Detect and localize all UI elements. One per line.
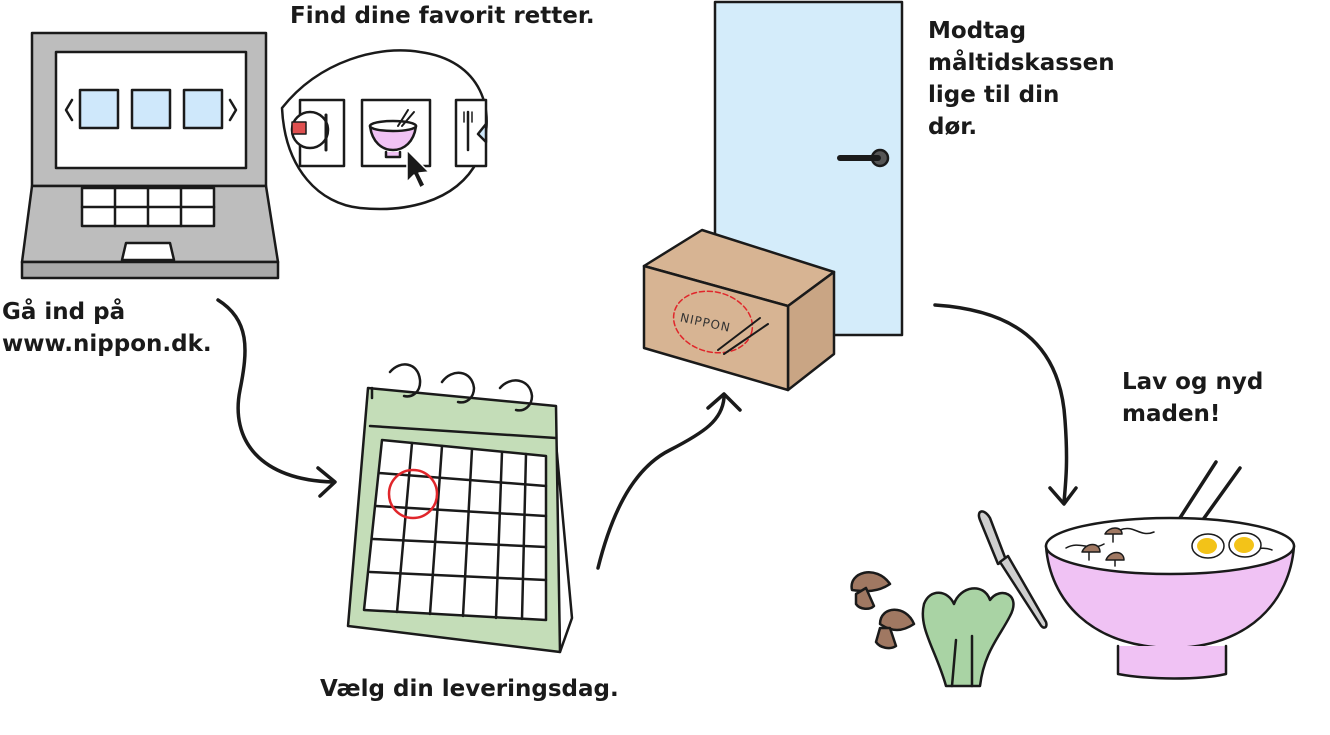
- mushroom-icon-2: [874, 608, 916, 650]
- flow-arrow-3: [933, 303, 1078, 506]
- flow-arrow-2: [596, 392, 742, 570]
- screen-tile-1: [78, 88, 120, 130]
- ramen-bowl-icon: [1044, 460, 1296, 680]
- delivery-box-icon: NIPPON: [642, 228, 836, 392]
- step-visit-site: Gå ind på www.nippon.dk.: [2, 299, 212, 357]
- step-cook-and-enjoy: Lav og nyd maden!: [1122, 369, 1264, 427]
- step-find-dishes: Find dine favorit retter.: [290, 3, 595, 29]
- screen-tile-2: [130, 88, 172, 130]
- step-receive-box: Modtag måltidskassen lige til din dør.: [928, 18, 1115, 140]
- laptop-icon: [20, 31, 280, 280]
- bok-choy-icon: [921, 587, 1015, 688]
- knife-icon: [977, 510, 1048, 629]
- calendar-icon: [346, 363, 574, 654]
- mushroom-icon-1: [850, 571, 892, 610]
- screen-tile-3: [182, 88, 224, 130]
- screen-arrow-right-icon: [228, 98, 238, 122]
- selected-day-mark: [387, 468, 439, 520]
- touchpad-icon: [120, 241, 176, 262]
- step-choose-delivery-day: Vælg din leveringsdag.: [320, 676, 619, 702]
- mouse-cursor-icon: [406, 149, 430, 189]
- menu-zoom-bubble: [280, 49, 488, 211]
- flow-arrow-1: [216, 298, 337, 498]
- screen-arrow-left-icon: [64, 98, 74, 122]
